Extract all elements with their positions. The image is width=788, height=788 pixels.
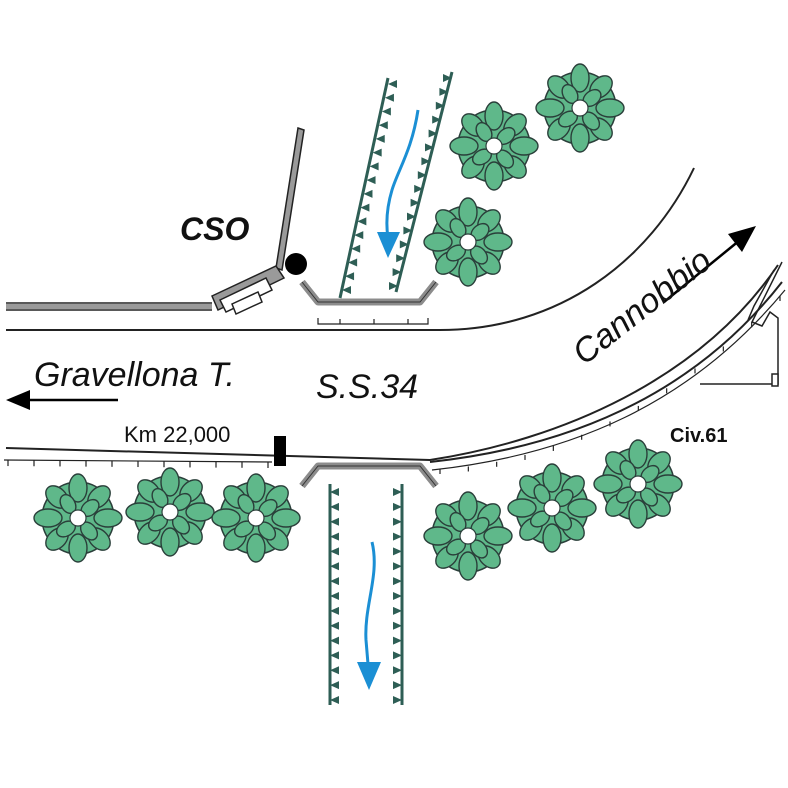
bank-tick [396, 254, 406, 263]
cso-label: CSO [180, 211, 249, 247]
bank-tick [393, 577, 402, 586]
bank-tick [393, 488, 402, 496]
bank-tick [354, 231, 364, 240]
bank-tick [348, 258, 358, 267]
bank-tick [388, 80, 397, 88]
tree-icon [211, 473, 301, 563]
bank-tick [330, 681, 339, 690]
bank-tick [421, 157, 431, 166]
bank-tick [439, 87, 449, 96]
bank-tick [393, 562, 402, 571]
bank-tick [330, 666, 339, 675]
bank-tick [330, 606, 339, 615]
bank-tick [360, 203, 370, 212]
road-ss34 [5, 167, 783, 463]
destination-gravellona: Gravellona T. [34, 356, 235, 394]
flow-arrow-icon [357, 541, 381, 690]
bank-tick [330, 621, 339, 630]
bank-tick [330, 696, 339, 704]
bank-tick [369, 162, 379, 171]
building-civ61 [700, 261, 783, 387]
bank-tick [330, 502, 339, 511]
km-label: Km 22,000 [124, 422, 230, 447]
upper-stream [338, 71, 454, 299]
arrow-icon [663, 226, 756, 303]
bank-tick [417, 171, 427, 180]
bank-tick [357, 217, 367, 226]
bank-tick [392, 268, 402, 277]
lower-stream [328, 484, 404, 705]
civic-number: Civ.61 [670, 425, 727, 447]
guardrail [3, 289, 786, 474]
bank-tick [372, 148, 382, 157]
bank-tick [393, 517, 402, 526]
bank-tick [330, 577, 339, 586]
dot-icon [285, 253, 307, 275]
bridge-lower [299, 462, 439, 489]
road-name: S.S.34 [316, 368, 418, 406]
bank-tick [330, 532, 339, 541]
bank-tick [330, 547, 339, 556]
bank-tick [393, 547, 402, 556]
tree-icon [423, 491, 513, 581]
bank-tick [414, 184, 424, 193]
bank-tick [428, 129, 438, 138]
bank-tick [342, 286, 351, 294]
bank-tick [432, 115, 442, 124]
bank-tick [384, 93, 394, 102]
bridge-upper [299, 279, 439, 306]
tree-icon [125, 467, 215, 557]
bank-tick [363, 189, 373, 198]
bank-tick [393, 651, 402, 660]
bank-tick [410, 198, 420, 207]
bank-tick [378, 121, 388, 130]
tree-icon [593, 439, 683, 529]
cso-channel [211, 127, 305, 316]
marker-icon [274, 436, 286, 466]
bank-tick [393, 532, 402, 541]
bank-tick [381, 107, 391, 116]
bank-tick [330, 562, 339, 571]
arrow-icon [6, 390, 118, 410]
tree-icon [449, 101, 539, 191]
bank-tick [330, 488, 339, 496]
bank-tick [407, 212, 416, 221]
bank-tick [393, 502, 402, 511]
bank-tick [393, 636, 402, 645]
bank-tick [393, 696, 402, 704]
tree-icon [535, 63, 625, 153]
bank-tick [393, 606, 402, 615]
bank-tick [330, 651, 339, 660]
trees [33, 63, 683, 581]
flow-arrow-icon [377, 109, 420, 258]
bank-tick [389, 282, 398, 290]
bank-tick [345, 272, 355, 281]
tree-icon [507, 463, 597, 553]
tree-icon [33, 473, 123, 563]
bank-tick [366, 176, 376, 185]
bank-tick [393, 666, 402, 675]
bank-tick [399, 240, 409, 249]
bank-tick [351, 244, 361, 253]
bank-tick [393, 592, 402, 600]
bank-tick [330, 592, 339, 600]
bank-tick [393, 681, 402, 690]
bank-tick [425, 143, 434, 152]
roadside-wall [6, 302, 212, 311]
bank-tick [330, 636, 339, 645]
bank-tick [375, 134, 385, 143]
bank-tick [403, 226, 413, 235]
tree-icon [423, 197, 513, 287]
bank-tick [330, 517, 339, 526]
bank-tick [443, 74, 452, 82]
bank-tick [435, 101, 445, 110]
bank-tick [393, 621, 402, 630]
